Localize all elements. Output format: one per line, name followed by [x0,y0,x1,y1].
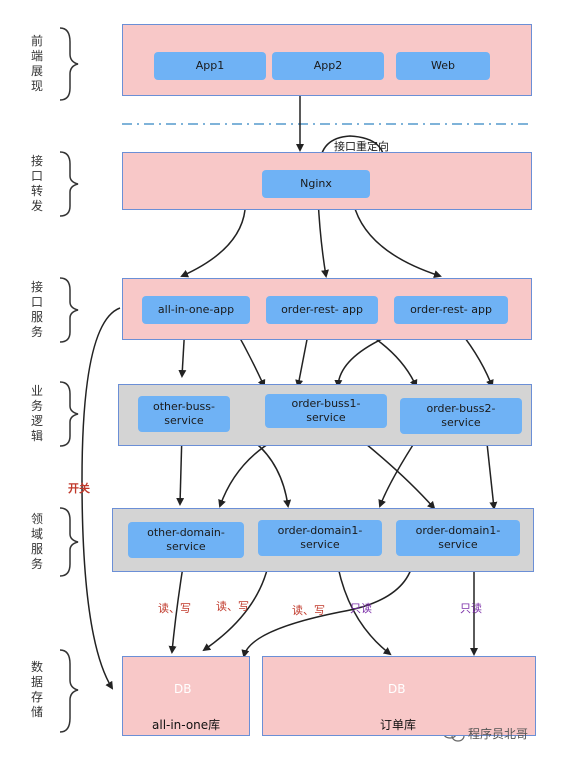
label-switch: 开关 [68,482,90,495]
node-order-rest-app-1: order-rest- app [266,296,378,324]
label-read-write-2: 读、写 [216,600,249,613]
node-web: Web [396,52,490,80]
label-read-only-2: 只读 [460,602,482,615]
label-read-only-1: 只读 [350,602,372,615]
label-redirect: 接口重定向 [334,140,389,153]
node-app2: App2 [272,52,384,80]
brace-frontend [59,27,79,101]
storage-band-order [262,656,536,736]
edge-orderbuss2-orderdomain1b [485,433,498,510]
brace-business [59,381,79,447]
node-nginx: Nginx [262,170,370,198]
layer-label-storage: 数 据 存 储 [30,660,43,719]
layer-label-frontend: 前 端 展 现 [30,34,43,93]
node-other-buss-service: other-buss- service [138,396,230,432]
layer-label-api: 接 口 服 务 [30,280,43,339]
db1-icon-label: DB [174,682,192,696]
node-order-rest-app-2: order-rest- app [394,296,508,324]
storage-band-allinone [122,656,250,736]
label-read-write-3: 读、写 [292,604,325,617]
edge-nginx-allinone [180,209,246,278]
node-order-buss2-service: order-buss2- service [400,398,522,434]
db2-name: 订单库 [380,718,417,732]
layer-label-domain: 领 域 服 务 [30,512,43,571]
brace-storage [59,649,79,733]
node-other-domain-service: other-domain- service [128,522,244,558]
edge-switch [81,307,121,690]
brace-api [59,277,79,343]
label-read-write-1: 读、写 [158,602,191,615]
brace-domain [59,507,79,577]
layer-label-forward: 接 口 转 发 [30,154,43,213]
db2-icon-label: DB [388,682,406,696]
db1-name: all-in-one库 [152,718,221,732]
brace-forward [59,151,79,217]
node-all-in-one-app: all-in-one-app [142,296,250,324]
node-order-domain1-service-b: order-domain1- service [396,520,520,556]
node-order-buss1-service: order-buss1- service [265,394,387,428]
layer-label-business: 业 务 逻 辑 [30,384,43,443]
node-app1: App1 [154,52,266,80]
watermark: 程序员北哥 [468,727,529,741]
edge-orderdomain1b-db1 [241,555,415,658]
node-order-domain1-service-a: order-domain1- service [258,520,382,556]
